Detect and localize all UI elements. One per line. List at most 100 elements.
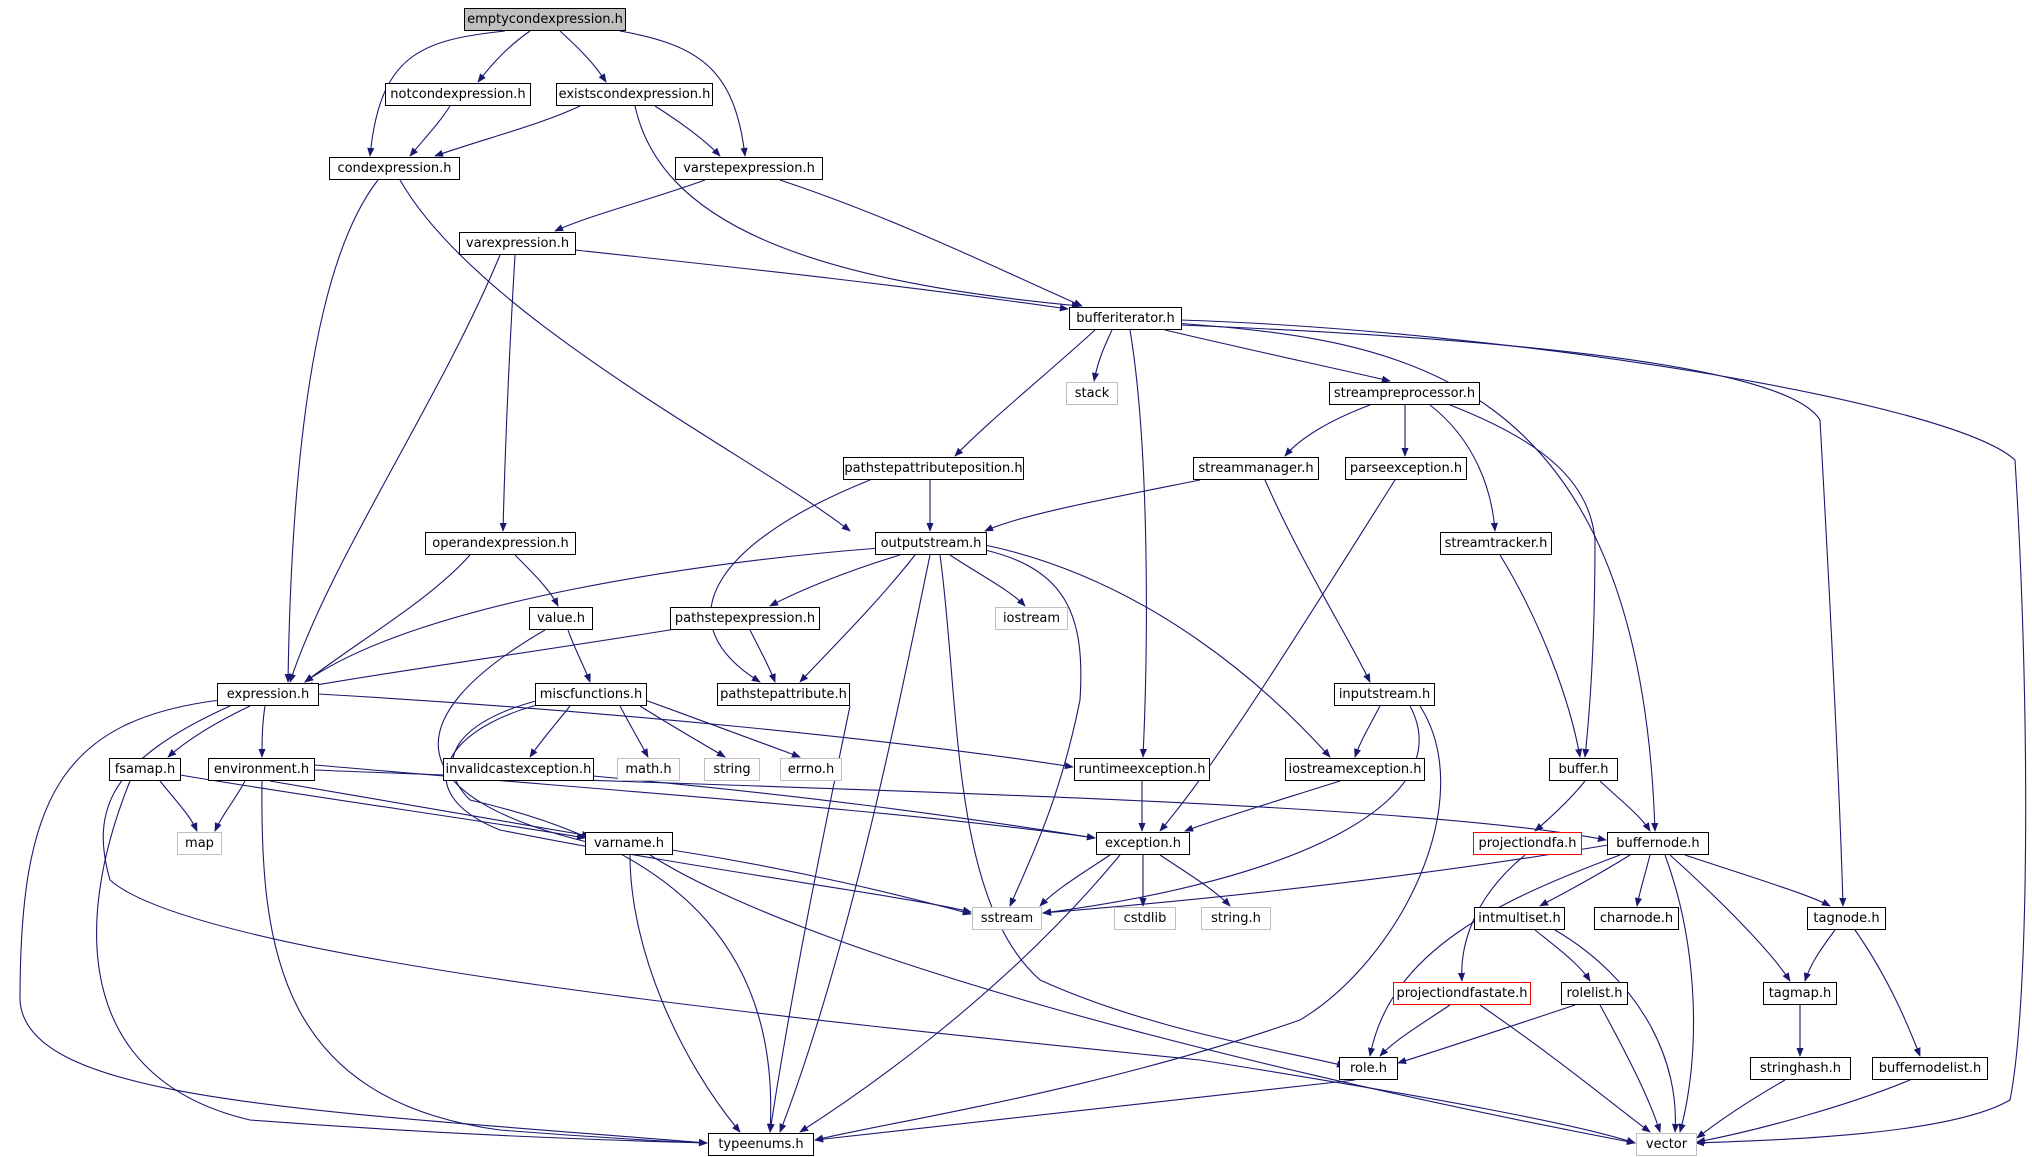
node-stringhash[interactable]: stringhash.h	[1750, 1057, 1851, 1080]
edge-expression-runtimeexc	[317, 693, 1074, 770]
edge-varexp-expression	[289, 254, 501, 683]
edge-bufferit-streampre	[1164, 329, 1391, 383]
node-pathstepexpression[interactable]: pathstepexpression.h	[670, 607, 820, 630]
node-stack: stack	[1066, 382, 1118, 405]
node-outputstream[interactable]: outputstream.h	[875, 532, 987, 555]
node-tagnode[interactable]: tagnode.h	[1807, 907, 1886, 930]
edge-inputstream-iostreamexc	[1354, 705, 1381, 758]
node-operandexpression[interactable]: operandexpression.h	[425, 532, 576, 555]
node-condexpression[interactable]: condexpression.h	[329, 157, 460, 180]
node-iostreamexception[interactable]: iostreamexception.h	[1285, 758, 1425, 781]
edge-bufferit-stack	[1091, 329, 1113, 382]
edge-pathstepexpr-pathstepattr	[749, 629, 776, 683]
edge-buffernode-intmultiset	[1539, 854, 1631, 907]
edge-streamtracker-buffer	[1499, 554, 1583, 758]
edge-operand-expression	[304, 554, 471, 683]
edge-rolelist-role	[1397, 1004, 1576, 1065]
edge-parseexc-exception	[1159, 479, 1396, 832]
node-buffernode[interactable]: buffernode.h	[1607, 832, 1709, 855]
edge-projectiondfastate-role	[1379, 1004, 1451, 1057]
edge-varstep-bufferit	[779, 179, 1083, 307]
node-miscfunctions[interactable]: miscfunctions.h	[535, 683, 647, 706]
node-typeenums[interactable]: typeenums.h	[708, 1133, 814, 1156]
edge-buffernode-vector	[1664, 854, 1695, 1133]
edge-bufferit-tagnode	[1179, 324, 1847, 907]
edge-streampre-streammgr	[1284, 404, 1371, 457]
edge-environment-typeenums	[261, 780, 708, 1147]
edge-expression-environment	[258, 705, 266, 758]
edge-buffernode-tagmap	[1669, 854, 1791, 982]
edge-value-miscfunctions	[567, 629, 591, 683]
node-value[interactable]: value.h	[529, 607, 593, 630]
node-expression[interactable]: expression.h	[217, 683, 319, 706]
edge-streammgr-inputstream	[1264, 479, 1371, 683]
edge-varexp-operand	[499, 254, 516, 532]
edge-miscfunctions-typeenums	[451, 699, 775, 1133]
node-pathstepattributeposition[interactable]: pathstepattributeposition.h	[843, 457, 1024, 480]
node-rolelist[interactable]: rolelist.h	[1561, 982, 1628, 1005]
node-bufferiterator[interactable]: bufferiterator.h	[1069, 307, 1182, 330]
edge-fsamap-map	[159, 780, 198, 832]
node-streamtracker[interactable]: streamtracker.h	[1440, 532, 1552, 555]
edge-miscfunctions-invalidcast	[529, 705, 571, 758]
node-notcondexpression[interactable]: notcondexpression.h	[385, 83, 531, 106]
node-fsamap[interactable]: fsamap.h	[109, 758, 181, 781]
edge-varname-typeenums	[629, 854, 741, 1133]
node-runtimeexception[interactable]: runtimeexception.h	[1074, 758, 1210, 781]
node-buffer[interactable]: buffer.h	[1549, 758, 1618, 781]
node-inputstream[interactable]: inputstream.h	[1334, 683, 1435, 706]
edge-environment-varname	[269, 780, 591, 839]
edge-buffernodelist-vector	[1696, 1079, 1911, 1145]
edge-intmultiset-rolelist	[1534, 929, 1591, 982]
edge-outputstream-expression	[304, 547, 881, 683]
node-exception[interactable]: exception.h	[1096, 832, 1190, 855]
node-projectiondfastate[interactable]: projectiondfastate.h	[1393, 982, 1531, 1005]
node-buffernodelist[interactable]: buffernodelist.h	[1872, 1057, 1988, 1080]
node-environment[interactable]: environment.h	[208, 758, 315, 781]
edge-varstep-varexp	[554, 179, 706, 232]
edge-exception-stringh	[1159, 854, 1231, 907]
edge-miscfunctions-sstream	[445, 699, 972, 914]
node-streampreprocessor[interactable]: streampreprocessor.h	[1329, 382, 1480, 405]
edge-bufferit-vector	[1179, 319, 2027, 1147]
node-varexpression[interactable]: varexpression.h	[459, 232, 576, 255]
edge-exception-sstream	[1039, 854, 1111, 907]
node-role[interactable]: role.h	[1339, 1057, 1398, 1080]
node-varstepexpression[interactable]: varstepexpression.h	[675, 157, 823, 180]
edge-environment-map	[214, 780, 246, 832]
edge-empty-exists	[559, 30, 607, 83]
node-existscondexpression[interactable]: existscondexpression.h	[556, 83, 713, 106]
edge-environment-exception	[314, 764, 1096, 841]
node-intmultiset[interactable]: intmultiset.h	[1474, 907, 1565, 930]
edge-not-cond	[409, 105, 451, 157]
node-charnode[interactable]: charnode.h	[1594, 907, 1679, 930]
edge-miscfunctions-errno	[644, 699, 801, 758]
node-string: string	[704, 758, 760, 781]
node-string-h: string.h	[1201, 907, 1271, 930]
node-varname[interactable]: varname.h	[585, 832, 673, 855]
edge-inputstream-typeenums	[814, 705, 1442, 1142]
edge-streammgr-outputstream	[984, 479, 1201, 532]
edge-projectiondfastate-vector	[1479, 1004, 1651, 1133]
node-invalidcastexception[interactable]: invalidcastexception.h	[443, 758, 594, 781]
edge-rolelist-vector	[1599, 1004, 1662, 1133]
edge-cond-outputstream	[399, 179, 851, 532]
edge-outputstream-iostream	[949, 554, 1026, 607]
edge-pathstepattrpos-pathstepattr	[710, 479, 871, 683]
edge-exists-varstep	[654, 105, 721, 157]
node-tagmap[interactable]: tagmap.h	[1763, 982, 1837, 1005]
edge-buffernode-charnode	[1634, 854, 1651, 907]
edge-buffer-buffernode	[1599, 780, 1651, 832]
edge-outputstream-role	[939, 554, 1346, 1068]
node-vector: vector	[1636, 1133, 1697, 1156]
edge-empty-not	[477, 30, 531, 83]
node-projectiondfa[interactable]: projectiondfa.h	[1473, 832, 1582, 855]
node-pathstepattribute[interactable]: pathstepattribute.h	[717, 683, 850, 706]
edge-outputstream-pathstepexpr	[769, 554, 901, 607]
node-streammanager[interactable]: streammanager.h	[1193, 457, 1319, 480]
edge-fsamap-typeenums	[96, 780, 708, 1147]
node-parseexception[interactable]: parseexception.h	[1345, 457, 1467, 480]
node-iostream: iostream	[995, 607, 1068, 630]
edge-fsamap-varname	[179, 774, 586, 841]
